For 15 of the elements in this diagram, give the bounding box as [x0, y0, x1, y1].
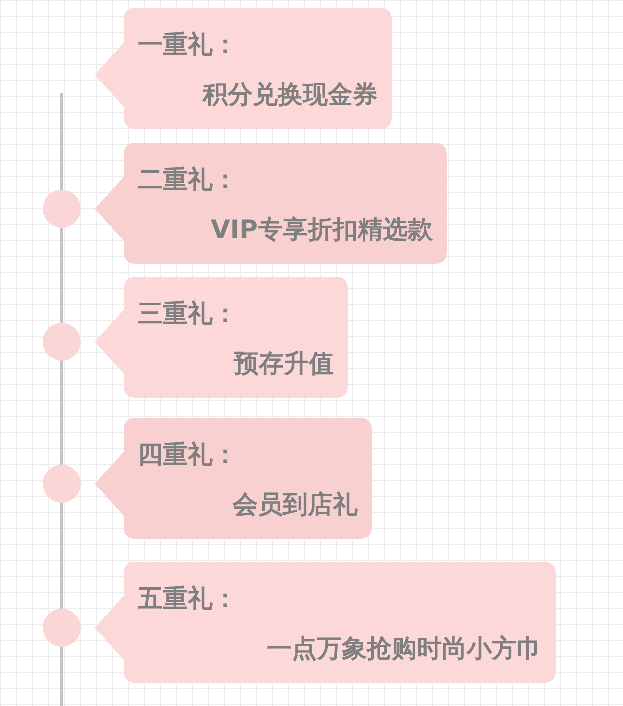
gift-heading: 二重礼：	[138, 167, 238, 192]
gift-description: 一点万象抢购时尚小方巾	[267, 636, 542, 661]
gift-description: 会员到店礼	[233, 492, 358, 517]
callout-box	[95, 143, 447, 264]
callout-box	[95, 8, 392, 129]
gift-heading: 四重礼：	[138, 442, 238, 467]
gift-description: 积分兑换现金券	[203, 82, 378, 107]
gift-heading: 一重礼：	[138, 32, 238, 57]
callout-box	[95, 418, 372, 539]
gift-description: 预存升值	[234, 351, 334, 376]
callout-box	[95, 562, 556, 683]
callout-box	[95, 277, 348, 398]
gift-heading: 五重礼：	[138, 586, 238, 611]
gift-heading: 三重礼：	[138, 301, 238, 326]
gift-description: VIP专享折扣精选款	[211, 217, 433, 242]
